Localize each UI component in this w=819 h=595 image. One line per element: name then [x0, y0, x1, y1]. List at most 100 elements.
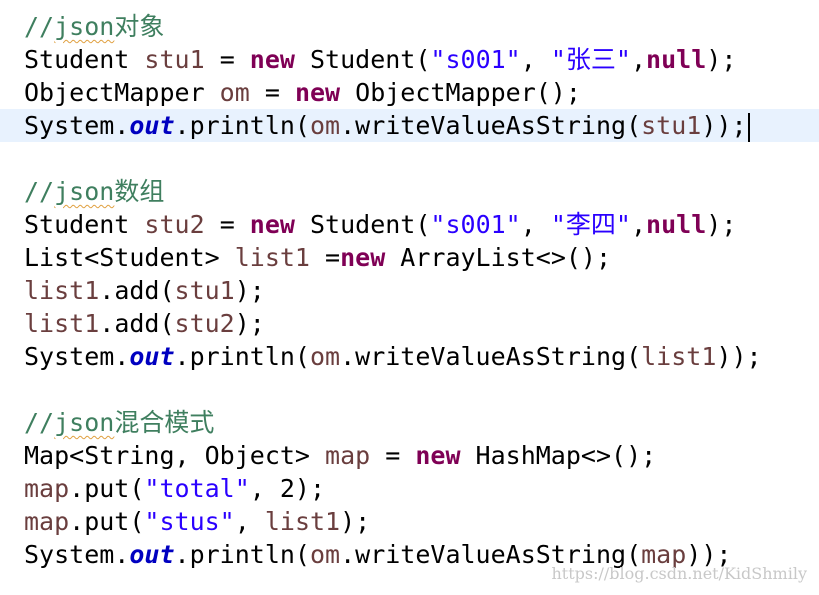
code-token: System.	[24, 540, 130, 569]
code-token: =	[204, 45, 250, 74]
code-token: "	[550, 210, 566, 239]
code-line[interactable]: map.put("total", 2);	[0, 472, 819, 505]
code-line[interactable]: System.out.println(om.writeValueAsString…	[0, 538, 819, 571]
code-token: System.	[24, 342, 130, 371]
code-token: ,	[520, 45, 551, 74]
code-token: );	[340, 507, 371, 536]
code-token: List<Student>	[24, 243, 235, 272]
code-token: ,	[630, 210, 647, 239]
code-token: stu1	[641, 111, 702, 140]
code-token: Map<String, Object>	[24, 441, 326, 470]
code-line[interactable]: //json数组	[0, 175, 819, 208]
code-token: "	[550, 45, 566, 74]
code-token: ,	[630, 45, 647, 74]
code-token: .add(	[99, 276, 175, 305]
code-token: =	[370, 441, 416, 470]
code-line[interactable]: System.out.println(om.writeValueAsString…	[0, 109, 819, 142]
code-token: stu2	[144, 210, 205, 239]
code-token: list1	[24, 276, 100, 305]
code-token: list1	[234, 243, 310, 272]
code-token: .add(	[99, 309, 175, 338]
code-line[interactable]: Student stu2 = new Student("s001", "李四",…	[0, 208, 819, 241]
code-token: ));	[686, 540, 732, 569]
code-token: Student(	[294, 45, 431, 74]
code-line[interactable]: map.put("stus", list1);	[0, 505, 819, 538]
code-token: json	[54, 12, 115, 41]
code-line[interactable]: ObjectMapper om = new ObjectMapper();	[0, 76, 819, 109]
code-token: .writeValueAsString(	[340, 342, 642, 371]
code-token: om	[309, 111, 341, 140]
code-token: .put(	[69, 507, 145, 536]
code-token: ));	[716, 342, 762, 371]
code-line[interactable]: //json对象	[0, 10, 819, 43]
code-token: ObjectMapper();	[340, 78, 581, 107]
code-token: new	[415, 441, 461, 470]
code-token: om	[219, 78, 250, 107]
code-token: om	[309, 540, 341, 569]
code-token: //	[24, 12, 55, 41]
code-token: list1	[641, 342, 717, 371]
code-token: "total"	[144, 474, 250, 503]
code-token: );	[234, 276, 265, 305]
code-token: .println(	[174, 111, 310, 140]
code-token: map	[24, 474, 70, 503]
watermark: https://blog.csdn.net/KidShmily	[551, 564, 807, 583]
code-token: stu1	[144, 45, 205, 74]
code-token: );	[234, 309, 265, 338]
code-token: =	[309, 243, 341, 272]
code-token: 混合模式	[114, 408, 215, 437]
code-token: 数组	[114, 177, 165, 206]
code-token: "	[615, 210, 631, 239]
code-token: "stus"	[144, 507, 235, 536]
text-cursor	[747, 112, 750, 142]
code-token: "s001"	[430, 210, 521, 239]
code-line[interactable]: System.out.println(om.writeValueAsString…	[0, 340, 819, 373]
code-line[interactable]: list1.add(stu1);	[0, 274, 819, 307]
code-token: .writeValueAsString(	[340, 111, 642, 140]
code-token: null	[646, 45, 707, 74]
code-token: stu2	[174, 309, 235, 338]
code-token: Student	[24, 45, 145, 74]
code-token: "s001"	[430, 45, 521, 74]
code-token: ArrayList<>();	[385, 243, 612, 272]
code-line[interactable]: List<Student> list1 =new ArrayList<>();	[0, 241, 819, 274]
code-line[interactable]: list1.add(stu2);	[0, 307, 819, 340]
code-token: map	[325, 441, 371, 470]
code-token: =	[204, 210, 250, 239]
code-token: null	[646, 210, 707, 239]
code-token: ));	[701, 111, 747, 140]
code-line[interactable]: //json混合模式	[0, 406, 819, 439]
code-token: out	[129, 342, 175, 371]
code-token: HashMap<>();	[460, 441, 657, 470]
code-token: ,	[520, 210, 551, 239]
code-token: 李四	[565, 210, 616, 239]
code-token: stu1	[174, 276, 235, 305]
code-line[interactable]: Student stu1 = new Student("s001", "张三",…	[0, 43, 819, 76]
code-token: ObjectMapper	[24, 78, 220, 107]
code-token: "	[615, 45, 631, 74]
code-token: 张三	[565, 45, 616, 74]
code-token: =	[249, 78, 295, 107]
code-token: Student(	[294, 210, 431, 239]
code-token: out	[129, 540, 175, 569]
code-token: new	[249, 210, 295, 239]
code-token: 对象	[114, 12, 165, 41]
code-token: //	[24, 177, 55, 206]
code-token: , 2);	[249, 474, 326, 503]
code-token: ,	[234, 507, 265, 536]
code-token: );	[706, 210, 737, 239]
code-token: out	[129, 111, 175, 140]
code-line[interactable]: Map<String, Object> map = new HashMap<>(…	[0, 439, 819, 472]
code-token: json	[54, 408, 115, 437]
code-token: System.	[24, 111, 130, 140]
blank-line[interactable]	[0, 373, 819, 406]
code-token: Student	[24, 210, 145, 239]
code-token: //	[24, 408, 55, 437]
blank-line[interactable]	[0, 142, 819, 175]
code-token: map	[641, 540, 687, 569]
code-token: .println(	[174, 342, 310, 371]
code-token: new	[249, 45, 295, 74]
code-token: .println(	[174, 540, 310, 569]
code-token: );	[706, 45, 737, 74]
